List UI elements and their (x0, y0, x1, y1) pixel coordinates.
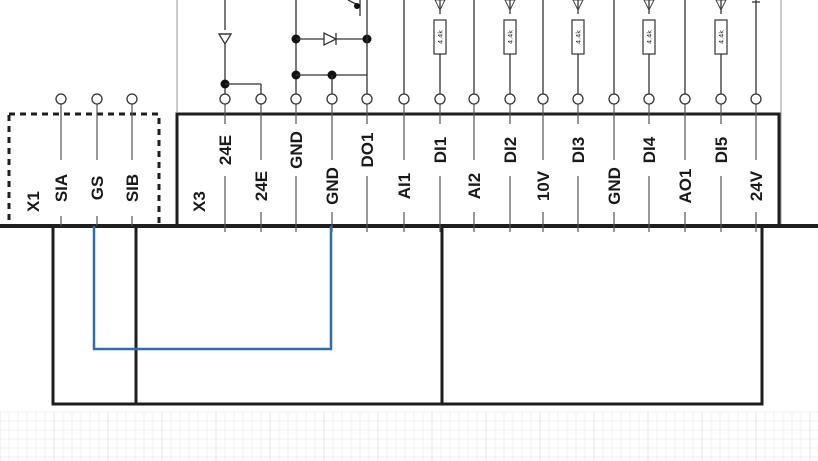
x3-pin-terminal (468, 93, 480, 105)
resistor-value-label: 4.4k (575, 30, 583, 44)
x3-pin-label-bg (568, 124, 588, 176)
x3-pin-terminal (326, 93, 338, 105)
x3-pin-terminal (537, 93, 549, 105)
x3-pin-label-bg (639, 124, 659, 176)
x3-pin-label: 24E (216, 135, 235, 165)
led-icon (715, 0, 727, 12)
x3-pin-label: 24V (747, 170, 766, 201)
x3-pin-label: GND (605, 167, 624, 205)
x1-pin-label-bg (51, 160, 71, 216)
x3-pin-terminal (679, 93, 691, 105)
x3-pin-label: 10V (534, 170, 553, 201)
x3-pin-label-bg (604, 160, 624, 212)
led-icon (572, 0, 584, 12)
x1-pin-label: SIA (52, 174, 71, 202)
x3-pin-label-bg (430, 124, 450, 176)
x3-pin-terminal (643, 93, 655, 105)
x3-pin-label: DO1 (358, 133, 377, 168)
x3-pin-terminal (434, 93, 446, 105)
x1-pin-terminal (55, 93, 67, 105)
wire-gs-gnd-blue (92, 226, 333, 351)
x3-pin-label: DI2 (501, 137, 520, 163)
x3-pin-label-bg (711, 124, 731, 176)
resistor-value-label: 4.4k (437, 30, 445, 44)
connector-x1-outline (7, 112, 161, 228)
x3-pin-label-bg (464, 160, 484, 212)
x3-pins: 24E24EGNDGNDDO1AI1DI1AI2DI210VDI3GNDDI4A… (215, 93, 766, 232)
x3-pin-label: AI1 (395, 173, 414, 199)
x1-pin-label-bg (122, 160, 142, 216)
x3-pin-label: DI3 (569, 137, 588, 163)
x3-pin-label: 24E (252, 171, 271, 201)
x1-pin-label-bg (87, 160, 107, 216)
x3-pin-label: AO1 (676, 169, 695, 204)
x3-pin-label: DI1 (431, 137, 450, 163)
connector-x3-label: X3 (190, 191, 209, 212)
x3-pin-terminal (398, 93, 410, 105)
x3-pin-label: GND (323, 167, 342, 205)
x3-pin-label-bg (357, 124, 377, 176)
x3-pin-terminal (504, 93, 516, 105)
transistor-icon (354, 3, 360, 9)
connector-x1-label: X1 (24, 191, 43, 212)
resistor-value-label: 4.4k (718, 30, 726, 44)
x3-pin-terminal (361, 93, 373, 105)
x3-pin-label: DI4 (640, 136, 659, 163)
x1-pin-label: GS (88, 176, 107, 201)
x3-pin-label-bg (322, 160, 342, 212)
x3-pin-label: DI5 (712, 137, 731, 163)
x3-pin-terminal (572, 93, 584, 105)
wire-outer-loop (51, 226, 764, 406)
x3-pin-label-bg (251, 160, 271, 212)
x3-pin-label-bg (215, 124, 235, 176)
diode-icon (323, 31, 338, 47)
x3-pin-terminal (290, 93, 302, 105)
x3-pin-label-bg (394, 160, 414, 212)
x1-pin-terminal (126, 93, 138, 105)
x3-pin-label-bg (675, 160, 695, 212)
led-icon (504, 0, 516, 12)
x3-pin-terminal (255, 93, 267, 105)
diode-icon (217, 33, 233, 46)
x1-pins: SIA GS SIB (51, 93, 142, 226)
resistor-value-label: 4.4k (646, 30, 654, 44)
external-wiring (51, 226, 764, 406)
x3-pin-terminal (750, 93, 762, 105)
x3-pin-label-bg (500, 124, 520, 176)
x1-pin-terminal (91, 93, 103, 105)
connector-x3-outline (175, 112, 781, 226)
x3-pin-label-bg (746, 160, 766, 212)
x1-pin-label: SIB (123, 174, 142, 202)
resistor-value-label: 4.4k (507, 30, 515, 44)
x3-pin-label: GND (287, 131, 306, 169)
x3-pin-label-bg (533, 160, 553, 212)
x3-pin-terminal (608, 93, 620, 105)
x3-pin-label: AI2 (465, 173, 484, 199)
x3-pin-terminal (219, 93, 231, 105)
circuit-components: 4.4k 4.4k 4.4k 4.4k 4.4k (217, 0, 760, 94)
background-grid (0, 411, 818, 461)
x3-pin-label-bg (286, 124, 306, 176)
led-icon (434, 0, 446, 12)
x3-pin-terminal (715, 93, 727, 105)
led-icon (643, 0, 655, 12)
